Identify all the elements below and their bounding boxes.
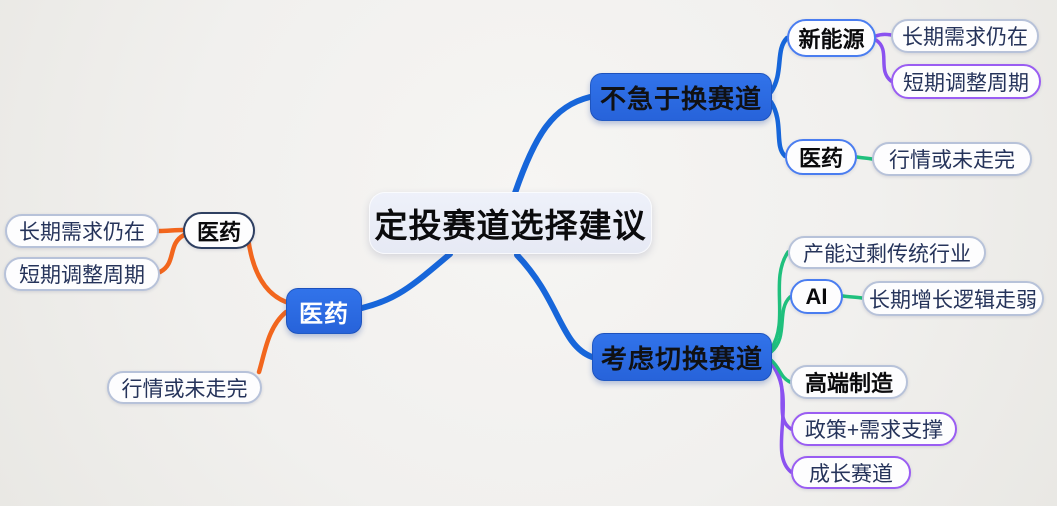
node-growth-logic-weak[interactable]: 长期增长逻辑走弱 — [862, 281, 1044, 316]
edge-consider-to-highend — [769, 358, 792, 384]
branch-pharma-left[interactable]: 医药 — [286, 288, 362, 334]
root-node[interactable]: 定投赛道选择建议 — [369, 192, 652, 254]
node-shortterm-adjust-left[interactable]: 短期调整周期 — [4, 257, 160, 291]
edge-pharma-node-to-longterm-left — [156, 227, 187, 234]
node-highend-manufacturing[interactable]: 高端制造 — [790, 365, 908, 399]
node-pharma-right[interactable]: 医药 — [785, 139, 857, 175]
edge-pharma-right-to-market — [855, 155, 874, 161]
node-policy-demand-support[interactable]: 政策+需求支撑 — [791, 412, 957, 446]
node-new-energy[interactable]: 新能源 — [787, 19, 876, 57]
edge-root-to-dont-switch — [512, 94, 593, 196]
edge-new-energy-to-longterm-demand — [874, 32, 893, 38]
edge-dont-switch-to-pharma-right — [768, 99, 788, 159]
edge-pharma-left-to-market-left — [256, 309, 289, 375]
edge-consider-to-policy-demand — [769, 360, 793, 431]
node-longterm-demand-right[interactable]: 长期需求仍在 — [891, 19, 1039, 53]
edge-root-to-consider-switch — [514, 252, 595, 360]
branch-dont-switch[interactable]: 不急于换赛道 — [590, 73, 772, 121]
node-growth-track[interactable]: 成长赛道 — [791, 456, 911, 489]
node-pharma-left[interactable]: 医药 — [183, 212, 255, 249]
edge-consider-to-ai — [769, 295, 792, 354]
edge-consider-to-growth-track — [769, 361, 793, 474]
edge-ai-to-growth-logic — [841, 294, 864, 300]
node-ai[interactable]: AI — [790, 279, 843, 314]
edge-dont-switch-to-new-energy — [768, 35, 790, 95]
edge-pharma-left-to-pharma-node — [245, 235, 289, 305]
node-market-not-done-right[interactable]: 行情或未走完 — [872, 142, 1032, 176]
edge-consider-to-overcapacity — [769, 250, 790, 351]
edge-root-to-pharma-left — [359, 251, 453, 311]
node-longterm-demand-left[interactable]: 长期需求仍在 — [5, 214, 159, 248]
branch-consider-switch[interactable]: 考虑切换赛道 — [592, 333, 772, 381]
node-shortterm-adjust-right[interactable]: 短期调整周期 — [891, 64, 1041, 99]
node-overcapacity-traditional[interactable]: 产能过剩传统行业 — [788, 236, 986, 269]
node-market-not-done-left[interactable]: 行情或未走完 — [107, 371, 262, 404]
edge-new-energy-to-shortterm-adjust — [874, 38, 893, 83]
edge-pharma-node-to-shortterm-left — [157, 232, 187, 275]
